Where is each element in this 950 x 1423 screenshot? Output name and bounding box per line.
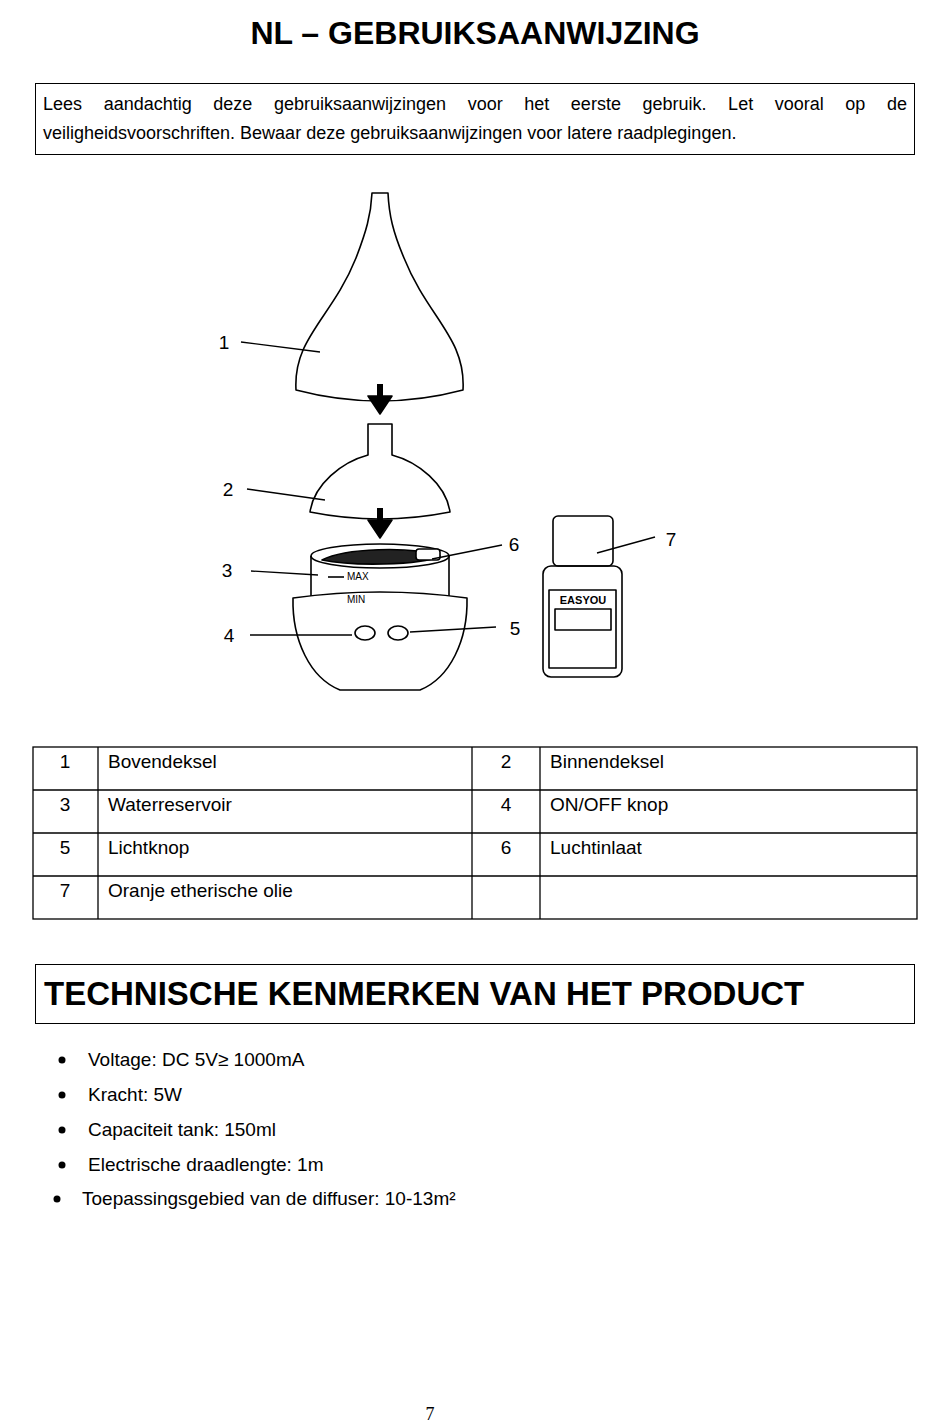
- on-off-button: [355, 626, 375, 640]
- spec-item: Voltage: DC 5V≥ 1000mA: [88, 1049, 304, 1071]
- spec-item: Electrische draadlengte: 1m: [88, 1154, 324, 1176]
- leader-line: [250, 634, 352, 635]
- table-cell: 3: [60, 794, 71, 816]
- table-cell: 2: [501, 751, 512, 773]
- section-heading-box: TECHNISCHE KENMERKEN VAN HET PRODUCT: [35, 964, 915, 1024]
- table-cell: 7: [60, 880, 71, 902]
- notice-box: Lees aandachtig deze gebruiksaanwijzinge…: [35, 83, 915, 155]
- base: [293, 592, 467, 690]
- callout-number: 1: [219, 332, 230, 354]
- water-surface: [322, 550, 440, 564]
- callout-number: 4: [224, 625, 235, 647]
- bullet: [59, 1127, 66, 1134]
- table-cell: 5: [60, 837, 71, 859]
- level-mark: MIN: [347, 594, 365, 606]
- top-cover: [296, 193, 463, 401]
- table-cell: Oranje etherische olie: [108, 880, 293, 902]
- bullet: [54, 1196, 61, 1203]
- table-rule: [471, 747, 472, 919]
- callout-number: 7: [666, 529, 677, 551]
- diffuser-drawing: [293, 193, 622, 690]
- table-cell: 4: [501, 794, 512, 816]
- bottle-cap: [553, 516, 613, 566]
- table-cell: Bovendeksel: [108, 751, 217, 773]
- bottle-body: [543, 566, 622, 677]
- table-cell: Lichtknop: [108, 837, 189, 859]
- bottle-label-window: [555, 609, 611, 630]
- light-button: [388, 626, 408, 640]
- arrow-head: [368, 520, 392, 538]
- table-rule: [33, 875, 917, 876]
- bullet: [59, 1057, 66, 1064]
- leader-lines: [241, 342, 655, 635]
- table-cell: 1: [60, 751, 71, 773]
- table-cell: ON/OFF knop: [550, 794, 668, 816]
- bullet: [59, 1092, 66, 1099]
- section-heading: TECHNISCHE KENMERKEN VAN HET PRODUCT: [44, 973, 906, 1014]
- callout-number: 6: [509, 534, 520, 556]
- leader-line: [247, 489, 325, 500]
- bullet: [59, 1162, 66, 1169]
- leader-line: [251, 571, 318, 575]
- level-mark: MAX: [347, 571, 369, 583]
- table-rule: [97, 747, 98, 919]
- bullets: [54, 1057, 66, 1203]
- reservoir-rim: [311, 544, 449, 568]
- max-mark: [328, 576, 344, 578]
- page-number: 7: [426, 1404, 435, 1423]
- callout-number: 5: [510, 618, 521, 640]
- table-cell: Luchtinlaat: [550, 837, 642, 859]
- leader-line: [432, 545, 502, 559]
- leader-line: [410, 627, 496, 632]
- brand-name: EASYOU: [560, 594, 606, 607]
- table-cell: Binnendeksel: [550, 751, 664, 773]
- table-cell: 6: [501, 837, 512, 859]
- leader-line: [241, 342, 320, 352]
- table-rule: [539, 747, 540, 919]
- table-cell: Waterreservoir: [108, 794, 232, 816]
- arrow-head: [368, 396, 392, 414]
- bottle-label: [549, 590, 616, 668]
- table-rule: [33, 789, 917, 790]
- spec-item: Capaciteit tank: 150ml: [88, 1119, 276, 1141]
- table-rule: [33, 832, 917, 833]
- page-title: NL – GEBRUIKSAANWIJZING: [250, 15, 699, 52]
- table-grid: [33, 747, 917, 919]
- spec-item: Kracht: 5W: [88, 1084, 182, 1106]
- table-border: [33, 747, 917, 919]
- inner-cover: [310, 424, 450, 519]
- leader-line: [597, 537, 655, 553]
- notice-text: Lees aandachtig deze gebruiksaanwijzinge…: [43, 90, 907, 148]
- callout-number: 2: [223, 479, 234, 501]
- spec-item: Toepassingsgebied van de diffuser: 10-13…: [82, 1188, 456, 1210]
- callout-number: 3: [222, 560, 233, 582]
